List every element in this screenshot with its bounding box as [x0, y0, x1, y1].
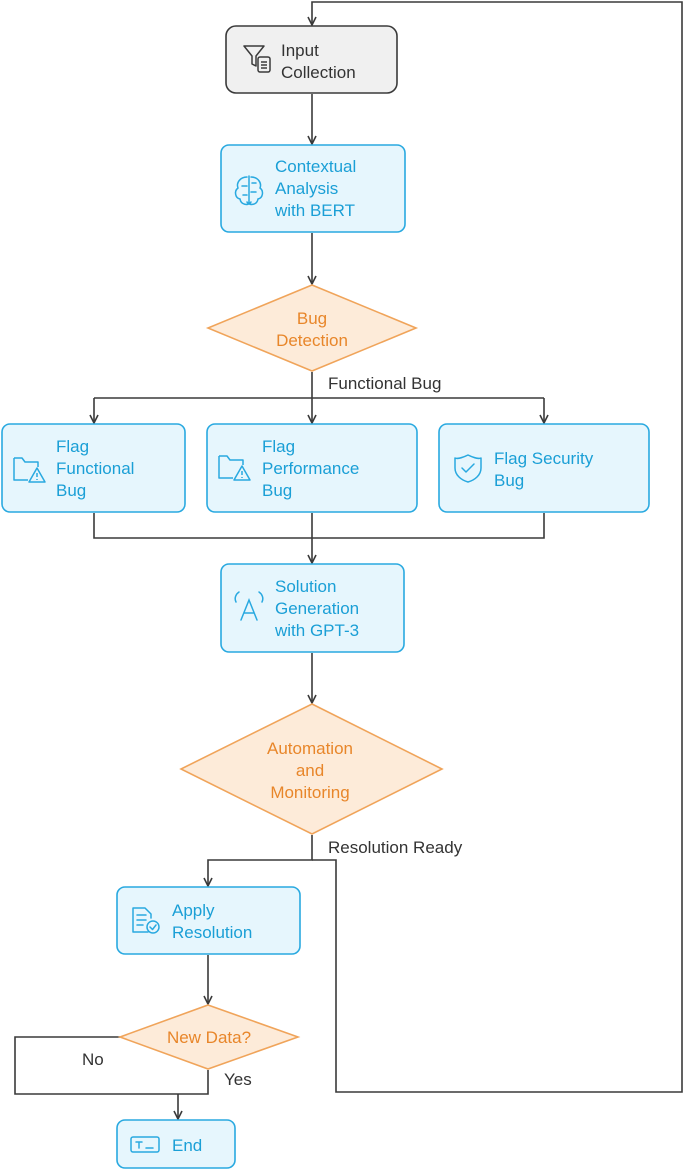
folder-warning-icon — [218, 455, 251, 481]
edge-label-functional-bug: Functional Bug — [328, 374, 441, 393]
node-label-line: Automation — [267, 739, 353, 758]
node-input-collection[interactable]: Input Collection — [225, 25, 398, 94]
node-apply-resolution[interactable]: Apply Resolution — [116, 886, 301, 955]
node-label-line: Detection — [276, 331, 348, 350]
node-label-line: with GPT-3 — [274, 621, 359, 640]
node-label-line: Flag — [56, 437, 89, 456]
node-flag-performance[interactable]: Flag Performance Bug — [206, 423, 418, 513]
node-label-line: End — [172, 1136, 202, 1155]
node-label-line: Monitoring — [270, 783, 349, 802]
node-label-line: Contextual — [275, 157, 356, 176]
node-label-line: Resolution — [172, 923, 252, 942]
folder-warning-icon — [13, 457, 46, 483]
node-label-line: Flag — [262, 437, 295, 456]
ai-text-icon — [234, 591, 264, 621]
node-label-line: Functional — [56, 459, 134, 478]
node-flag-functional[interactable]: Flag Functional Bug — [1, 423, 186, 513]
node-label-line: Apply — [172, 901, 215, 920]
filter-document-icon — [243, 45, 271, 73]
terminal-icon — [130, 1136, 160, 1153]
node-label-line: Bug — [297, 309, 327, 328]
node-label-line: Bug — [262, 481, 292, 500]
edge-newdata-no — [14, 1036, 178, 1095]
node-label-line: Generation — [275, 599, 359, 618]
node-label-line: and — [296, 761, 324, 780]
node-end[interactable]: End — [116, 1119, 236, 1169]
node-label-line: Collection — [281, 63, 356, 82]
node-label-line: Analysis — [275, 179, 338, 198]
node-label-line: New Data? — [167, 1028, 251, 1047]
node-label-line: Bug — [56, 481, 86, 500]
node-solution-generation[interactable]: Solution Generation with GPT-3 — [220, 563, 405, 653]
edge-detection-split — [94, 372, 544, 399]
node-label-line: Input — [281, 41, 319, 60]
node-label-line: Solution — [275, 577, 336, 596]
node-label-line: Performance — [262, 459, 359, 478]
edge-loop-back — [312, 1, 683, 1093]
edge-newdata-yes — [178, 1070, 209, 1095]
node-label-line: Flag Security — [494, 449, 594, 468]
node-label-line: Bug — [494, 471, 524, 490]
edge-flags-merge — [93, 513, 545, 539]
node-contextual-analysis[interactable]: Contextual Analysis with BERT — [220, 144, 406, 233]
edge-label-no: No — [82, 1050, 104, 1069]
shield-check-icon — [454, 454, 482, 483]
edge-automation-to-apply — [208, 835, 313, 886]
document-check-icon — [132, 907, 160, 934]
node-label-line: with BERT — [274, 201, 355, 220]
node-automation-monitoring[interactable]: Automation and Monitoring — [179, 703, 444, 835]
connectors — [14, 1, 683, 1119]
node-flag-security[interactable]: Flag Security Bug — [438, 423, 650, 513]
node-bug-detection[interactable]: Bug Detection — [205, 284, 419, 372]
node-new-data[interactable]: New Data? — [117, 1004, 301, 1070]
edge-label-resolution-ready: Resolution Ready — [328, 838, 463, 857]
edge-label-yes: Yes — [224, 1070, 252, 1089]
brain-icon — [234, 175, 264, 206]
